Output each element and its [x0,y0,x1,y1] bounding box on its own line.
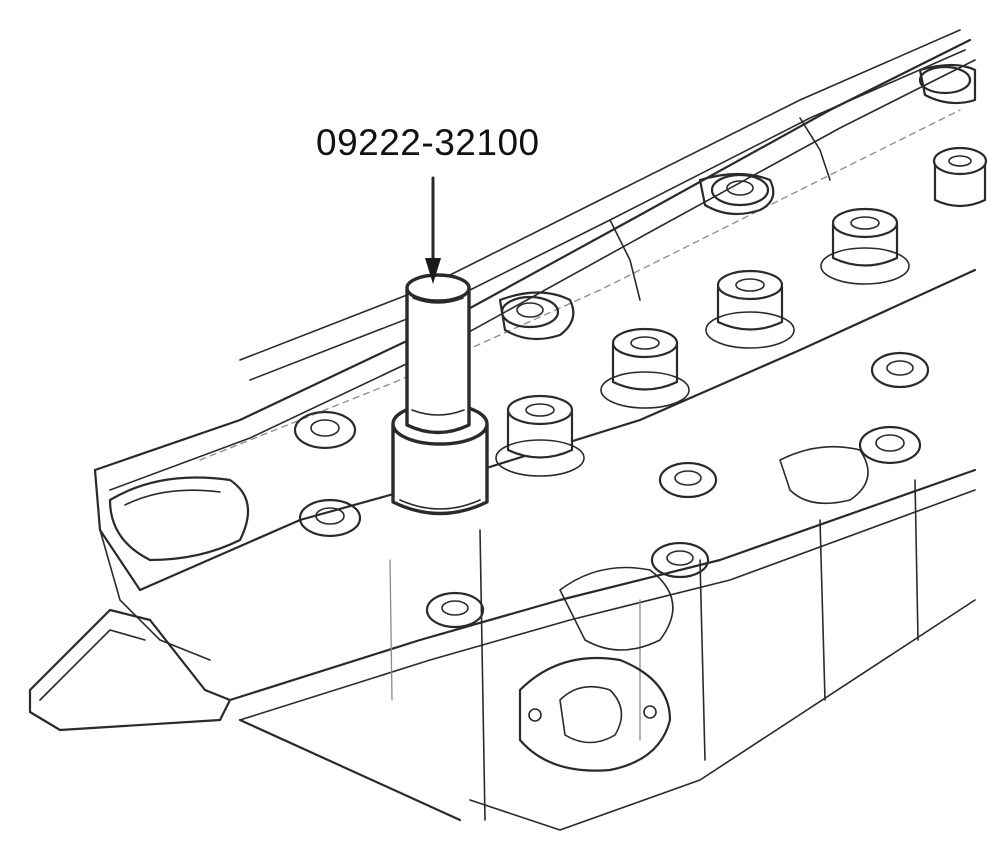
tool-part-number-label: 09222-32100 [316,122,540,163]
head-bolt [293,410,357,450]
valve-guide [705,269,795,349]
head-bolt [870,351,930,389]
head-bolts [293,65,972,629]
head-bolt [658,461,718,499]
port-passages [108,63,977,651]
head-bolt [500,295,560,329]
head-bolt [650,541,710,579]
cylinder-head-body [28,38,977,831]
head-bolt [425,591,485,629]
head-bolt [710,173,770,207]
head-bolt [918,65,972,95]
valve-guide-installer-tool [391,273,489,516]
valve-guide [932,146,988,208]
valve-guide [600,327,690,409]
head-bolt [858,425,922,465]
water-outlet-flange [518,656,672,772]
valve-guide [495,394,585,477]
callout-arrow [425,176,441,284]
valve-guides [495,146,988,477]
valve-guide [820,207,910,285]
head-bolt [298,498,362,538]
